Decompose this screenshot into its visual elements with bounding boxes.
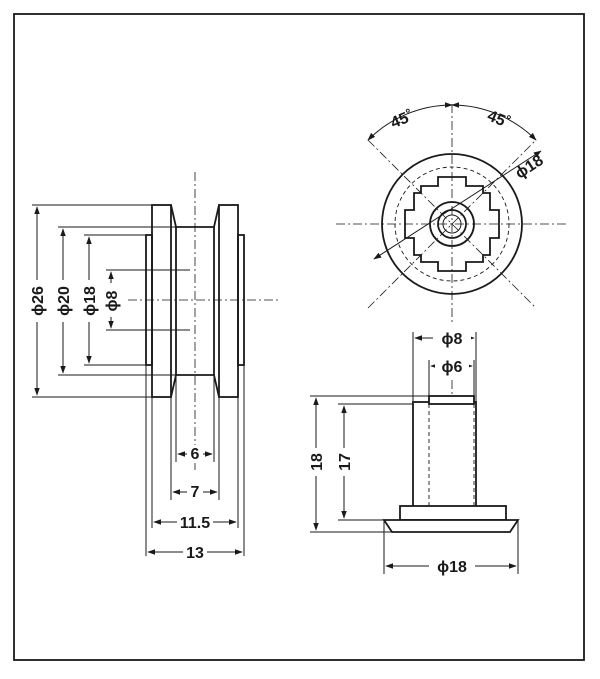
groove-bottom	[170, 374, 220, 398]
label-gap	[28, 280, 46, 322]
axle-shaft	[412, 401, 477, 511]
label-axle-height-18: 18	[309, 453, 326, 471]
angle-arc-left	[367, 102, 453, 141]
label-dia-26: ϕ26	[30, 286, 47, 316]
label-gap	[307, 448, 325, 476]
label-front-dia-18: ϕ18	[512, 152, 546, 183]
label-gap	[335, 448, 353, 476]
label-width-13: 13	[186, 545, 204, 562]
label-width-6: 6	[191, 446, 200, 463]
wheel-front-view: 45˚ 45˚ ϕ18	[336, 102, 566, 322]
axle-base-plate	[399, 505, 507, 521]
front-view-diagonal-centerline	[367, 139, 537, 309]
label-gap	[433, 328, 471, 347]
label-dia-20: ϕ20	[56, 286, 73, 316]
label-width-7: 7	[191, 484, 200, 501]
label-angle-right: 45˚	[485, 108, 513, 132]
label-gap	[102, 283, 120, 317]
left-hub	[145, 234, 153, 366]
label-gap	[187, 445, 203, 463]
left-flange	[151, 204, 172, 398]
label-axle-dia-8: ϕ8	[442, 331, 463, 348]
label-gap	[183, 543, 207, 561]
label-gap	[177, 513, 213, 531]
label-gap	[435, 356, 469, 375]
axle-pin-view: ϕ8 ϕ6 18 17 ϕ18	[307, 328, 520, 576]
label-axle-dia-6: ϕ6	[442, 359, 463, 376]
dim-line-front-dia-18	[373, 150, 542, 260]
label-gap	[54, 280, 72, 322]
angle-arc-right	[451, 102, 537, 141]
groove-top	[170, 204, 220, 228]
axle-flange	[382, 519, 520, 533]
right-hub	[237, 234, 245, 366]
label-flange-dia-18: ϕ18	[437, 559, 467, 576]
label-dia-18: ϕ18	[82, 286, 99, 316]
wheel-side-view: ϕ26 ϕ20 ϕ18 ϕ8 6 7 11.5 13	[28, 172, 278, 562]
label-axle-height-17: 17	[337, 453, 354, 471]
axle-tip	[428, 395, 475, 405]
right-flange	[218, 204, 239, 398]
drawing-frame	[13, 13, 585, 661]
label-angle-left: 45˚	[388, 108, 416, 132]
label-gap	[80, 280, 98, 322]
label-dia-8: ϕ8	[104, 290, 121, 311]
label-gap	[187, 483, 203, 501]
label-gap	[429, 556, 475, 576]
label-width-11-5: 11.5	[180, 515, 210, 532]
